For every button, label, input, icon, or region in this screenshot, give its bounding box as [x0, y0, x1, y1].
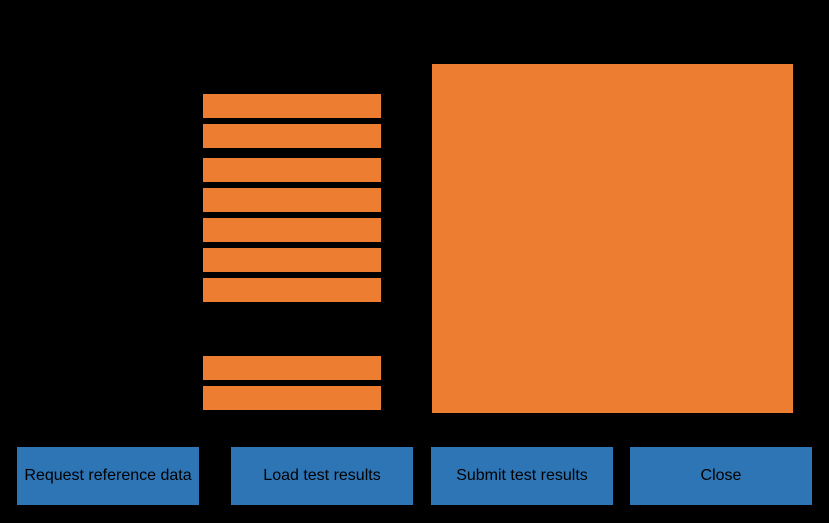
action-button-bar: Request reference data Load test results S…	[0, 447, 829, 507]
request-reference-data-button-label: Request reference data	[24, 466, 192, 484]
field-2-4[interactable]	[201, 246, 383, 274]
field-1-2[interactable]	[201, 122, 383, 150]
load-test-results-button-label: Load test results	[263, 466, 381, 484]
close-button-label: Close	[700, 466, 742, 484]
submit-test-results-button[interactable]: Submit test results	[431, 447, 613, 505]
results-panel[interactable]	[430, 62, 795, 415]
field-2-2[interactable]	[201, 186, 383, 214]
field-3-2[interactable]	[201, 384, 383, 412]
field-3-1[interactable]	[201, 354, 383, 382]
load-test-results-button[interactable]: Load test results	[231, 447, 413, 505]
field-2-5[interactable]	[201, 276, 383, 304]
close-button[interactable]: Close	[630, 447, 812, 505]
field-2-3[interactable]	[201, 216, 383, 244]
request-reference-data-button[interactable]: Request reference data	[17, 447, 199, 505]
form-label-column	[0, 0, 201, 440]
field-1-1[interactable]	[201, 92, 383, 120]
submit-test-results-button-label: Submit test results	[456, 466, 588, 484]
field-2-1[interactable]	[201, 156, 383, 184]
